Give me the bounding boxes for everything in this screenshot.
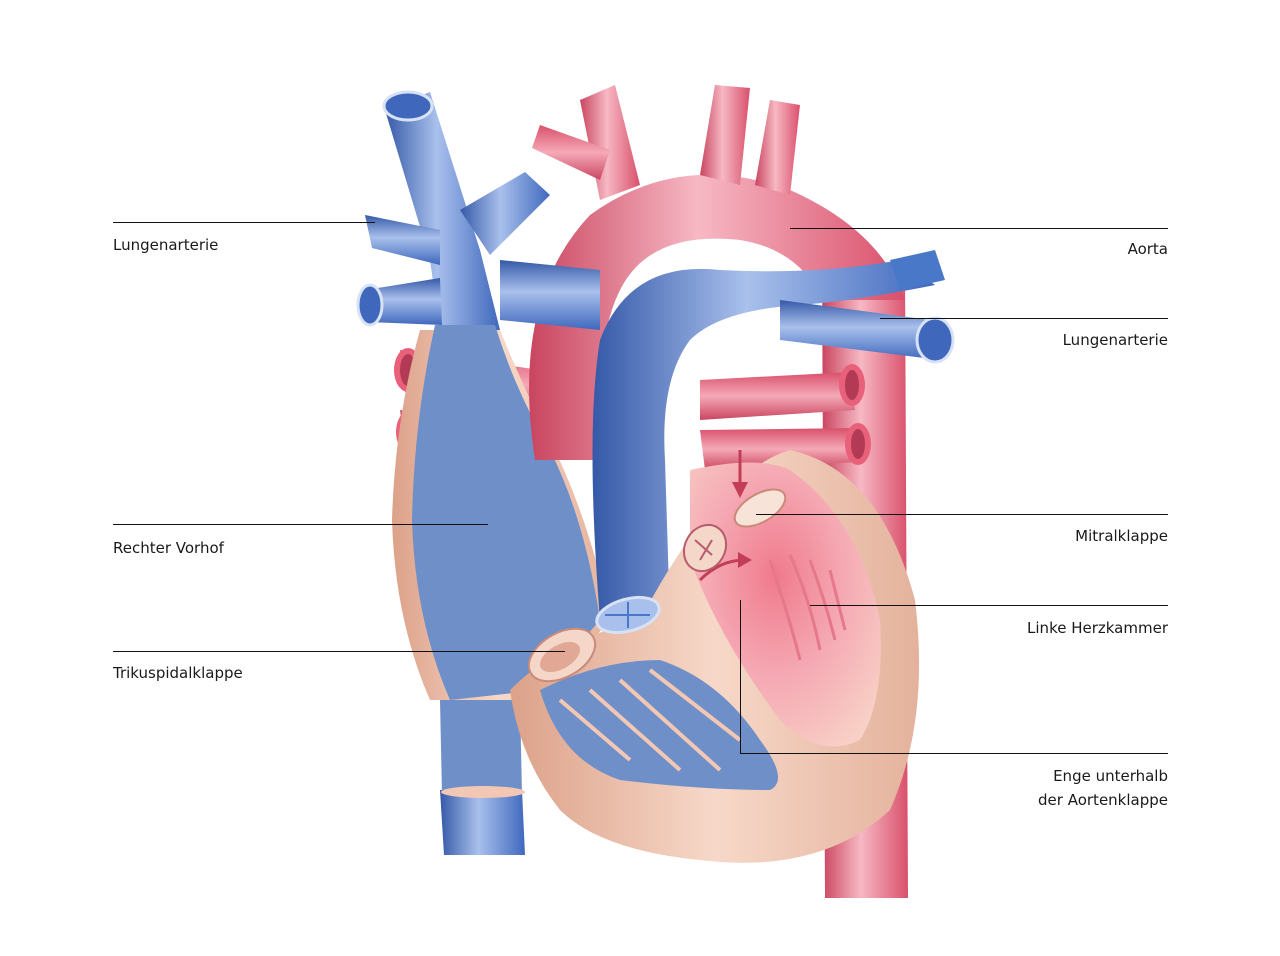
valves	[527, 488, 787, 683]
leader-line-subaortic-stenosis	[740, 753, 1168, 754]
leader-line-subaortic-stenosis-vertical	[740, 600, 741, 753]
label-right-atrium: Rechter Vorhof	[113, 539, 224, 557]
superior-vena-cava	[356, 90, 550, 330]
leader-line-tricuspid-valve	[113, 651, 565, 652]
label-aorta: Aorta	[1127, 240, 1168, 258]
label-pulmonary-artery-left: Lungenarterie	[113, 236, 219, 254]
pulmonary-trunk	[500, 250, 955, 620]
leader-line-pulmonary-artery-right	[880, 318, 1168, 319]
label-tricuspid-valve: Trikuspidalklappe	[113, 664, 243, 682]
label-subaortic-stenosis-line2: der Aortenklappe	[1038, 791, 1168, 809]
aortic-arch	[529, 85, 905, 460]
label-left-ventricle: Linke Herzkammer	[1027, 619, 1168, 637]
ventricles	[510, 450, 920, 863]
leader-line-mitral-valve	[756, 514, 1168, 515]
label-pulmonary-artery-right: Lungenarterie	[1062, 331, 1168, 349]
leader-line-pulmonary-artery-left	[113, 222, 375, 223]
right-atrium	[392, 325, 610, 855]
leader-line-left-ventricle	[810, 605, 1168, 606]
leader-line-aorta	[790, 228, 1168, 229]
label-mitral-valve: Mitralklappe	[1075, 527, 1168, 545]
leader-line-right-atrium	[113, 524, 488, 525]
label-subaortic-stenosis-line1: Enge unterhalb	[1053, 767, 1168, 785]
